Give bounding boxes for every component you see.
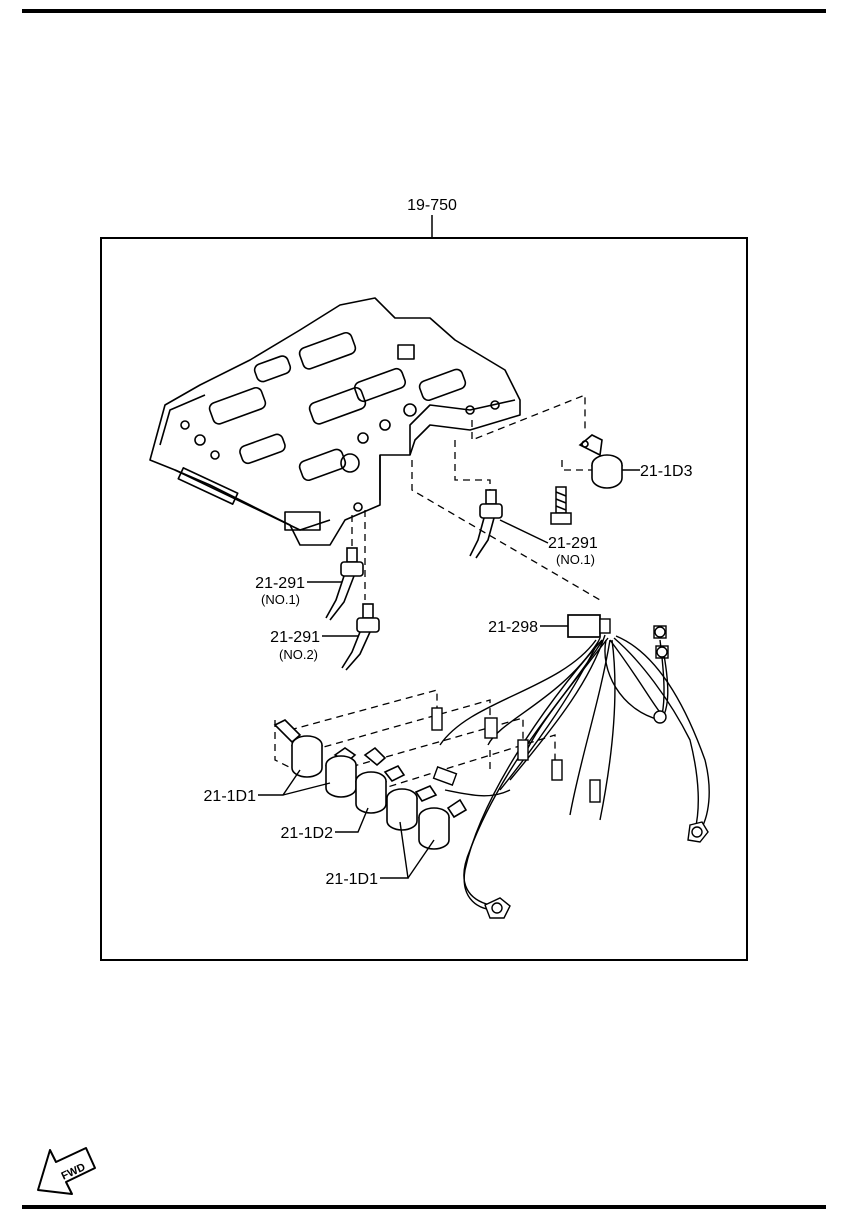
fwd-arrow: FWD	[37, 1147, 96, 1195]
sensor-left1-number: (NO.1)	[261, 592, 300, 607]
valve-body	[149, 297, 521, 546]
solenoid-1	[273, 719, 323, 778]
solenoid-d1-upper-label: 21-1D1	[204, 788, 257, 805]
sensor-d3-label: 21-1D3	[640, 463, 693, 480]
sensor-left2-number: (NO.2)	[279, 647, 318, 662]
sensor-left2-label: 21-291	[270, 629, 320, 646]
assembly-frame	[100, 237, 748, 961]
speed-sensor-right	[469, 489, 503, 559]
solenoid-5	[418, 798, 468, 850]
solenoid-group	[273, 719, 468, 850]
speed-sensor-left-2	[341, 603, 380, 671]
solenoid-d1-lower-label: 21-1D1	[326, 871, 379, 888]
solenoid-2	[325, 747, 357, 798]
solenoid-leaders	[258, 769, 435, 879]
top-rule	[22, 9, 826, 13]
sensor-right-number: (NO.1)	[556, 552, 595, 567]
speed-sensor-left-1	[325, 547, 364, 621]
assembly-label: 19-750	[407, 197, 457, 214]
solenoid-4	[386, 785, 438, 831]
bottom-rule	[22, 1205, 826, 1209]
bolt	[550, 486, 572, 525]
sensor-right-label: 21-291	[548, 535, 598, 552]
sensor-d3	[578, 434, 623, 489]
solenoid-d2-label: 21-1D2	[281, 825, 334, 842]
harness-label: 21-298	[488, 619, 538, 636]
sensor-left1-label: 21-291	[255, 575, 305, 592]
solenoid-3	[355, 746, 406, 814]
sensor-right-leader	[499, 519, 549, 544]
wiring-harness	[431, 614, 710, 919]
